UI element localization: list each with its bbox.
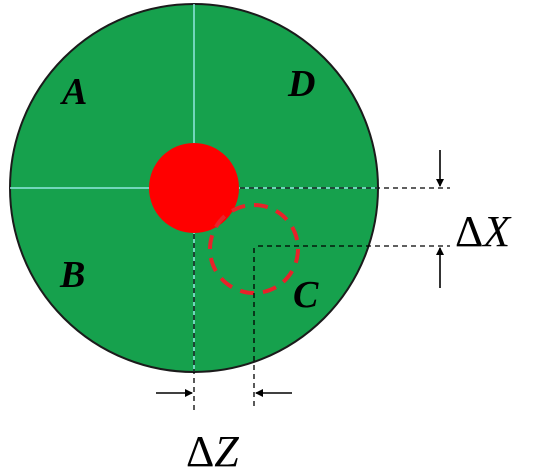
centered-spot xyxy=(149,143,239,233)
delta-z-symbol: Δ xyxy=(186,427,214,476)
quadrant-label-a: A xyxy=(60,71,87,113)
delta-x-symbol: Δ xyxy=(455,207,483,256)
delta-x-label: ΔX xyxy=(455,207,512,256)
delta-x-variable: X xyxy=(481,207,512,256)
quadrant-label-c: C xyxy=(293,274,319,316)
quadrant-label-b: B xyxy=(59,254,85,296)
quadrant-label-d: D xyxy=(287,63,315,105)
delta-z-variable: Z xyxy=(214,427,239,476)
delta-z-label: ΔZ xyxy=(186,427,239,476)
